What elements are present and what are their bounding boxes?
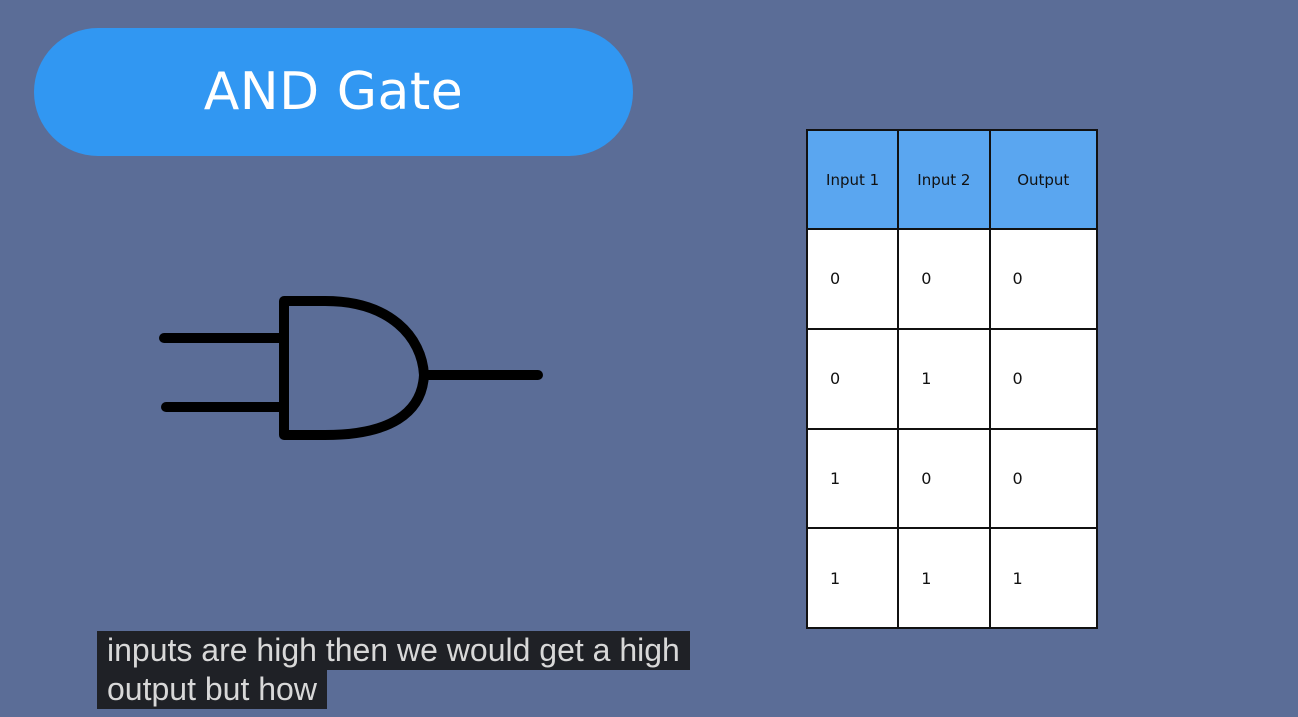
- cell-input-2: 1: [897, 327, 991, 430]
- truth-table-row: 1 1 1: [805, 527, 1098, 629]
- truth-table-row: 0 1 0: [805, 327, 1098, 430]
- and-gate-symbol-icon: [159, 296, 543, 440]
- caption-overlay: inputs are high then we would get a high…: [97, 631, 690, 709]
- truth-table-row: 1 0 0: [805, 427, 1098, 530]
- caption-line-1: inputs are high then we would get a high: [97, 631, 690, 670]
- cell-input-1: 0: [805, 228, 900, 330]
- cell-input-2: 1: [897, 527, 991, 629]
- cell-input-2: 0: [897, 427, 991, 530]
- truth-table-header-row: Input 1 Input 2 Output: [805, 129, 1098, 230]
- gate-body: [279, 296, 429, 440]
- caption-line-2: output but how: [97, 670, 327, 709]
- cell-output: 0: [988, 327, 1098, 430]
- title-pill: AND Gate: [34, 28, 633, 156]
- cell-input-1: 1: [805, 527, 900, 629]
- truth-table-row: 0 0 0: [805, 228, 1098, 330]
- cell-input-1: 1: [805, 427, 900, 530]
- header-input-2: Input 2: [897, 129, 991, 230]
- header-input-1: Input 1: [805, 129, 900, 230]
- cell-input-2: 0: [897, 228, 991, 330]
- cell-output: 0: [988, 427, 1098, 530]
- cell-input-1: 0: [805, 327, 900, 430]
- header-output: Output: [988, 129, 1098, 230]
- slide-title: AND Gate: [203, 62, 464, 122]
- cell-output: 0: [988, 228, 1098, 330]
- cell-output: 1: [988, 527, 1098, 629]
- truth-table: Input 1 Input 2 Output 0 0 0 0 1 0 1 0 0…: [805, 129, 1098, 629]
